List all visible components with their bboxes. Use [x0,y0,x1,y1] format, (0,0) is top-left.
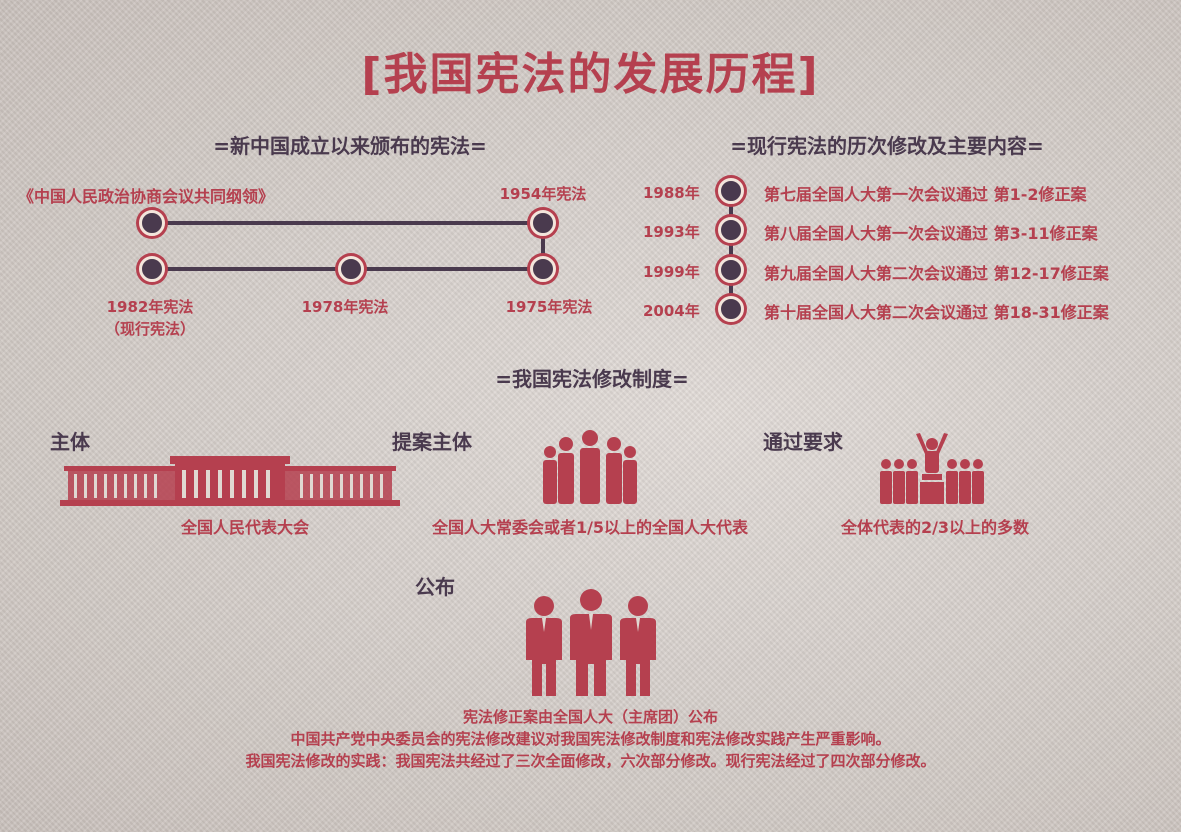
timeline-label: （现行宪法） [104,320,196,338]
timeline-line [152,221,543,225]
amendment-text: 第八届全国人大第一次会议通过 第3-11修正案 [764,224,1098,243]
subject-label: 主体 [50,430,90,454]
officials-icon [526,589,656,696]
timeline-label: 1978年宪法 [301,298,389,316]
subject-desc: 全国人民代表大会 [180,518,310,537]
timeline-node [338,256,364,282]
timeline-node [139,210,165,236]
section2-heading: =现行宪法的历次修改及主要内容= [730,134,1044,158]
amendment-year: 2004年 [643,302,700,320]
amendment-text: 第九届全国人大第二次会议通过 第12-17修正案 [764,264,1109,283]
amendment-node [718,296,744,322]
timeline-node [139,256,165,282]
group-of-people-icon [543,430,637,504]
requirement-label: 通过要求 [763,430,843,454]
proposer-desc: 全国人大常委会或者1/5以上的全国人大代表 [431,518,749,537]
timeline-label: 1954年宪法 [499,185,587,203]
amendment-year: 1999年 [643,263,700,281]
amendment-node [718,257,744,283]
page-title: [我国宪法的发展历程] [361,49,820,100]
majority-vote-icon [880,433,984,504]
footer-line: 我国宪法修改的实践：我国宪法共经过了三次全面修改，六次部分修改。现行宪法经过了四… [245,752,936,770]
amendment-node [718,217,744,243]
footer-line: 宪法修正案由全国人大（主席团）公布 [462,708,718,726]
amendment-year: 1988年 [643,184,700,202]
amendment-node [718,178,744,204]
requirement-desc: 全体代表的2/3以上的多数 [840,518,1030,537]
footer-line: 中国共产党中央委员会的宪法修改建议对我国宪法修改制度和宪法修改实践产生严重影响。 [290,730,891,748]
great-hall-icon [60,456,400,506]
timeline-label: 《中国人民政治协商会议共同纲领》 [18,187,275,206]
section3-heading: =我国宪法修改制度= [495,367,689,391]
proposer-label: 提案主体 [392,430,472,454]
amendment-line [729,191,733,309]
timeline-label: 1982年宪法 [106,298,194,316]
amendment-year: 1993年 [643,223,700,241]
timeline-node [530,256,556,282]
timeline-node [530,210,556,236]
amendment-text: 第十届全国人大第二次会议通过 第18-31修正案 [764,303,1109,322]
amendment-text: 第七届全国人大第一次会议通过 第1-2修正案 [764,185,1087,204]
section1-heading: =新中国成立以来颁布的宪法= [213,134,487,158]
timeline-label: 1975年宪法 [505,298,593,316]
timeline-line [541,223,545,269]
promulgation-label: 公布 [415,575,455,599]
